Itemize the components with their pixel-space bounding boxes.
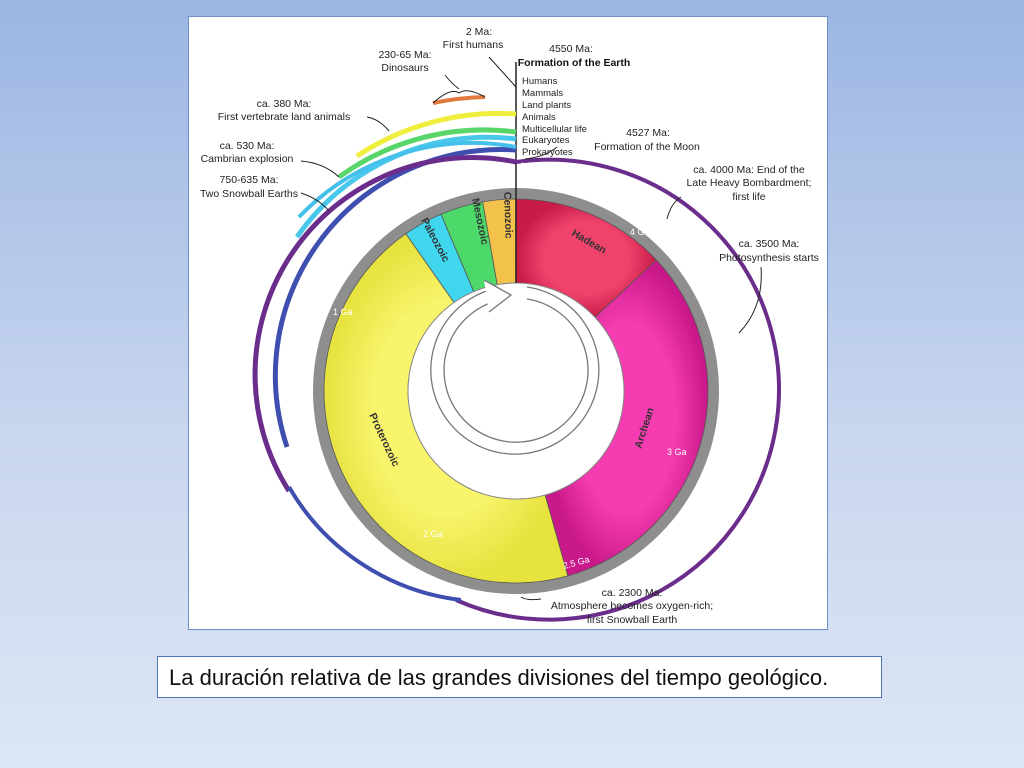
eukaryotes-band: [272, 147, 517, 448]
life-item: Prokaryotes: [522, 147, 573, 158]
clock-arrow-icon: [430, 279, 600, 455]
caption-box: La duración relativa de las grandes divi…: [157, 656, 882, 698]
land-plants-band: [355, 110, 517, 159]
geologic-clock-figure: 4.6 Ga 4 Ga 3.8 Ga 3 Ga 2.5 Ga 2 Ga 1 Ga…: [188, 16, 828, 630]
bombardment-line1: ca. 4000 Ma: End of the: [693, 164, 805, 176]
tick-2-ga: 2 Ga: [423, 529, 443, 539]
life-item: Land plants: [522, 100, 571, 111]
life-item: Humans: [522, 76, 558, 87]
tick-4-6-ga: 4.6 Ga: [519, 161, 546, 171]
life-item: Animals: [522, 112, 556, 123]
animals-band: [337, 127, 517, 180]
life-item: Eukaryotes: [522, 135, 570, 146]
prokaryotes-band: [252, 155, 517, 493]
inner-disk: [407, 282, 625, 500]
cenozoic-label: Cenozoic: [501, 192, 515, 239]
eukaryotes-left-long-band: [287, 485, 462, 602]
tick-251-ma: 251 Ma: [426, 173, 458, 193]
photosynthesis-time: ca. 3500 Ma:: [739, 238, 800, 250]
dinosaurs-text: Dinosaurs: [381, 62, 428, 74]
first-humans-time: 2 Ma:: [466, 26, 492, 38]
life-item: Mammals: [522, 88, 563, 99]
bombardment-line3: first life: [732, 191, 765, 203]
bombardment-line2: Late Heavy Bombardment;: [687, 177, 812, 189]
ring-cambrian-band: [297, 141, 517, 219]
vertebrates-time: ca. 380 Ma:: [257, 98, 312, 110]
vertebrates-text: First vertebrate land animals: [218, 111, 350, 123]
dinosaurs-time: 230-65 Ma:: [378, 49, 431, 61]
life-list: Humans Mammals Land plants Animals Multi…: [522, 76, 587, 158]
tick-1-ga: 1 Ga: [333, 307, 353, 317]
cambrian-time: ca. 530 Ma:: [220, 140, 275, 152]
tick-65-ma: 65 Ma: [480, 163, 506, 176]
first-humans-text: First humans: [443, 39, 504, 51]
geologic-clock-svg: 4.6 Ga 4 Ga 3.8 Ga 3 Ga 2.5 Ga 2 Ga 1 Ga…: [200, 26, 819, 626]
oxygen-line2: Atmosphere becomes oxygen-rich;: [551, 600, 713, 612]
formation-earth-text: Formation of the Earth: [518, 57, 631, 69]
tick-3-ga: 3 Ga: [667, 447, 687, 457]
formation-moon-text: Formation of the Moon: [594, 141, 700, 153]
formation-moon-time: 4527 Ma:: [626, 127, 670, 139]
formation-earth-time: 4550 Ma:: [549, 43, 593, 55]
life-item: Multicellular life: [522, 124, 587, 135]
photosynthesis-text: Photosynthesis starts: [719, 252, 819, 264]
caption-text: La duración relativa de las grandes divi…: [169, 665, 829, 690]
cambrian-text: Cambrian explosion: [201, 153, 294, 165]
tick-542-ma: 542 Ma: [362, 203, 391, 231]
tick-4-ga: 4 Ga: [630, 227, 650, 237]
dinosaurs-brace: [432, 90, 486, 104]
oxygen-line1: ca. 2300 Ma:: [602, 587, 663, 599]
oxygen-line3: first Snowball Earth: [587, 614, 678, 626]
snowball-time: 750-635 Ma:: [220, 174, 279, 186]
snowball-text: Two Snowball Earths: [200, 188, 298, 200]
pointer-lines: [300, 56, 762, 601]
prokaryotes-right-band: [455, 157, 781, 622]
dinosaurs-band: [432, 95, 486, 105]
